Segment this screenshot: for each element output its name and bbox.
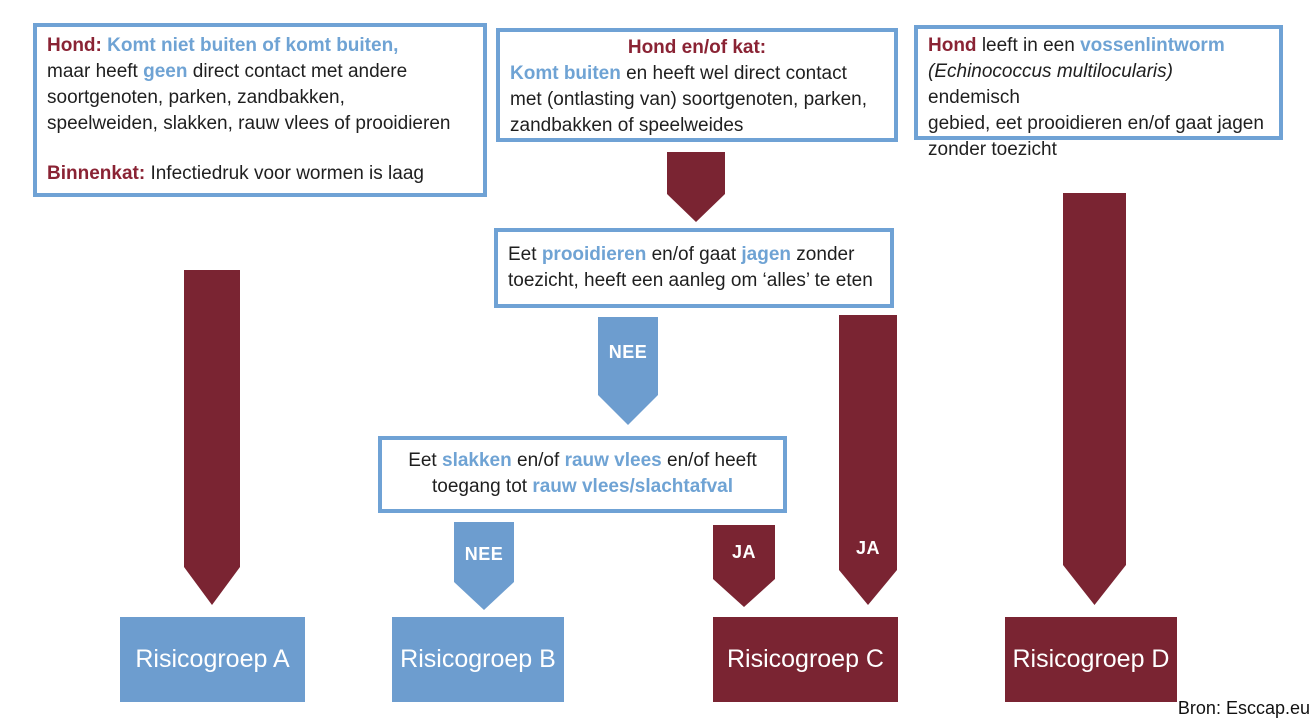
box-indoor-pets: Hond: Komt niet buiten of komt buiten, m… bbox=[33, 23, 487, 197]
text-segment: slakken bbox=[442, 450, 512, 471]
box-eats-snails: Eet slakken en/of rauw vlees en/of heeft… bbox=[378, 436, 787, 513]
arrow-indoor-to-group-a bbox=[184, 270, 240, 605]
text-segment: geen bbox=[143, 61, 188, 82]
box-outdoor-body: Komt buiten en heeft wel direct contact … bbox=[510, 61, 884, 139]
risk-group-b-label: Risicogroep B bbox=[400, 645, 556, 673]
box-endemic-body: Hond leeft in een vossenlintworm (Echino… bbox=[928, 33, 1269, 163]
arrow-label-ja: JA bbox=[855, 538, 880, 558]
risk-group-d: Risicogroep D bbox=[1005, 617, 1177, 702]
text-segment: Komt buiten bbox=[510, 63, 621, 84]
risk-group-b: Risicogroep B bbox=[392, 617, 564, 702]
risk-group-c-label: Risicogroep C bbox=[726, 645, 884, 673]
source-credit: Bron: Esccap.eu bbox=[1177, 698, 1310, 718]
arrow-outdoor-to-prey bbox=[667, 152, 725, 222]
risk-group-a-label: Risicogroep A bbox=[135, 645, 290, 673]
text-segment: endemisch gebied, eet prooidieren en/of … bbox=[928, 87, 1264, 160]
text-segment: en/of bbox=[511, 450, 565, 471]
text-segment: (Echinococcus multilocularis) bbox=[928, 61, 1173, 82]
arrow-ja-snails-to-group-c: JA bbox=[713, 525, 775, 607]
box-outdoor-title: Hond en/of kat: bbox=[510, 35, 884, 61]
arrow-nee-snails-to-group-b: NEE bbox=[454, 522, 514, 610]
risk-group-d-label: Risicogroep D bbox=[1012, 645, 1170, 673]
text-segment: jagen bbox=[741, 244, 792, 265]
text-segment: Eet bbox=[508, 244, 542, 265]
text-segment: en/of heeft toegang tot bbox=[431, 450, 757, 497]
arrow-nee-prey-to-snails: NEE bbox=[598, 317, 658, 425]
text-segment: Hond: bbox=[47, 35, 108, 56]
text-segment: Komt niet buiten of komt buiten, bbox=[107, 35, 399, 56]
box-endemic-area: Hond leeft in een vossenlintworm (Echino… bbox=[914, 25, 1283, 160]
text-segment: vossenlintworm bbox=[1080, 35, 1225, 56]
risk-group-a: Risicogroep A bbox=[120, 617, 305, 702]
text-segment: leeft in een bbox=[976, 35, 1081, 56]
box-eats-snails-body: Eet slakken en/of rauw vlees en/of heeft… bbox=[392, 448, 773, 500]
text-segment: en/of gaat bbox=[646, 244, 742, 265]
box-outdoor-pets: Hond en/of kat: Komt buiten en heeft wel… bbox=[496, 28, 898, 142]
arrow-label-nee: NEE bbox=[608, 342, 648, 362]
text-segment: rauw vlees/slachtafval bbox=[532, 476, 734, 497]
text-segment: Hond bbox=[928, 35, 977, 56]
box-indoor-paragraph-cat: Binnenkat: Infectiedruk voor wormen is l… bbox=[47, 161, 473, 187]
text-segment: direct contact met andere soortgenoten, … bbox=[47, 61, 451, 134]
arrow-ja-prey-to-group-c: JA bbox=[839, 315, 897, 605]
box-eats-prey: Eet prooidieren en/of gaat jagen zonder … bbox=[494, 228, 894, 308]
text-segment: Hond en/of kat: bbox=[627, 37, 767, 58]
arrow-endemic-to-group-d bbox=[1063, 193, 1126, 605]
text-segment: rauw vlees bbox=[564, 450, 662, 471]
text-segment: en heeft wel direct contact met (ontlast… bbox=[510, 63, 867, 136]
text-segment: Infectiedruk voor wormen is laag bbox=[150, 163, 424, 184]
text-segment: Binnenkat: bbox=[47, 163, 151, 184]
box-indoor-paragraph-dog: Hond: Komt niet buiten of komt buiten, m… bbox=[47, 33, 473, 137]
text-segment: maar heeft bbox=[47, 61, 138, 82]
text-segment: Eet bbox=[408, 450, 442, 471]
risk-group-c: Risicogroep C bbox=[713, 617, 898, 702]
text-segment: prooidieren bbox=[541, 244, 647, 265]
box-eats-prey-body: Eet prooidieren en/of gaat jagen zonder … bbox=[508, 242, 880, 294]
text-segment: zonder toezicht, heeft een aanleg om ‘al… bbox=[508, 244, 873, 291]
arrow-label-ja: JA bbox=[731, 542, 756, 562]
arrow-label-nee: NEE bbox=[464, 544, 504, 564]
